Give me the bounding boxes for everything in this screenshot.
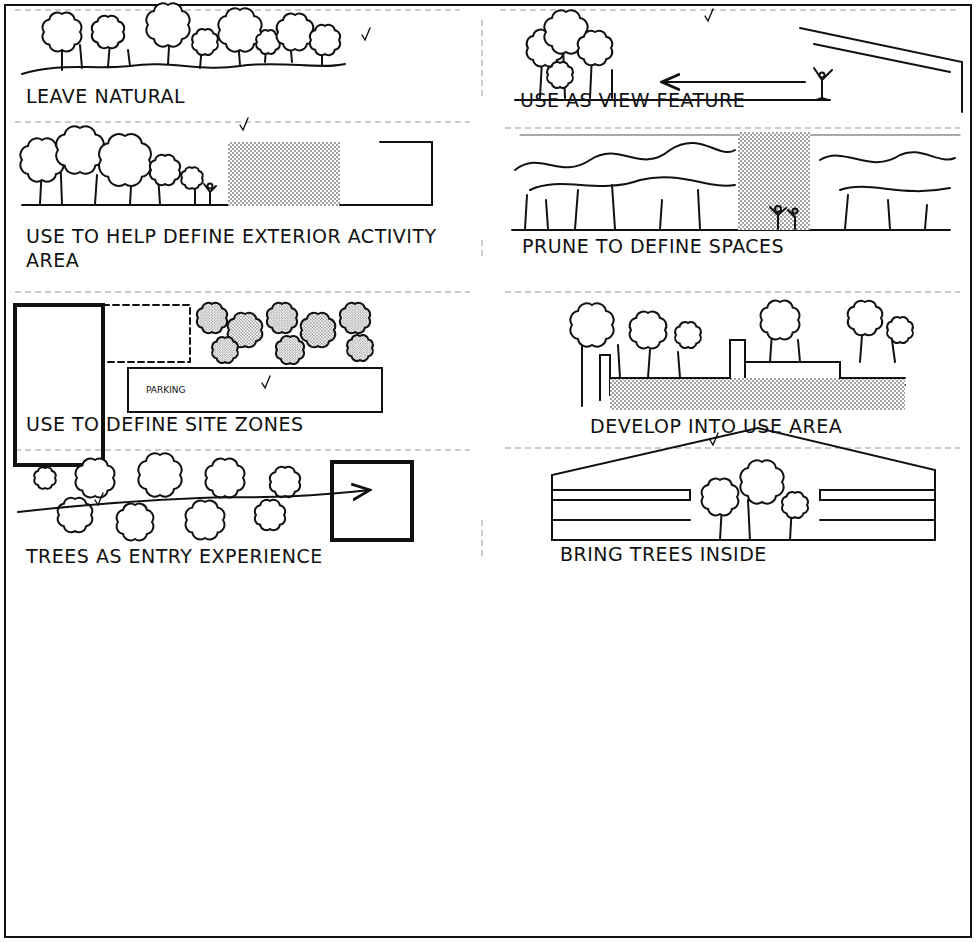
panel-caption: DEVELOP INTO USE AREA: [590, 414, 842, 438]
zone-label: PARKING: [146, 385, 186, 396]
panel-caption: USE AS VIEW FEATURE: [520, 88, 745, 112]
panel-caption: PRUNE TO DEFINE SPACES: [522, 234, 784, 258]
panel-caption: USE TO DEFINE SITE ZONES: [26, 412, 304, 436]
panel-caption: USE TO HELP DEFINE EXTERIOR ACTIVITY ARE…: [26, 224, 456, 272]
panel-caption: TREES AS ENTRY EXPERIENCE: [26, 544, 323, 568]
panel-caption: BRING TREES INSIDE: [560, 542, 767, 566]
panel-caption: LEAVE NATURAL: [26, 84, 185, 108]
